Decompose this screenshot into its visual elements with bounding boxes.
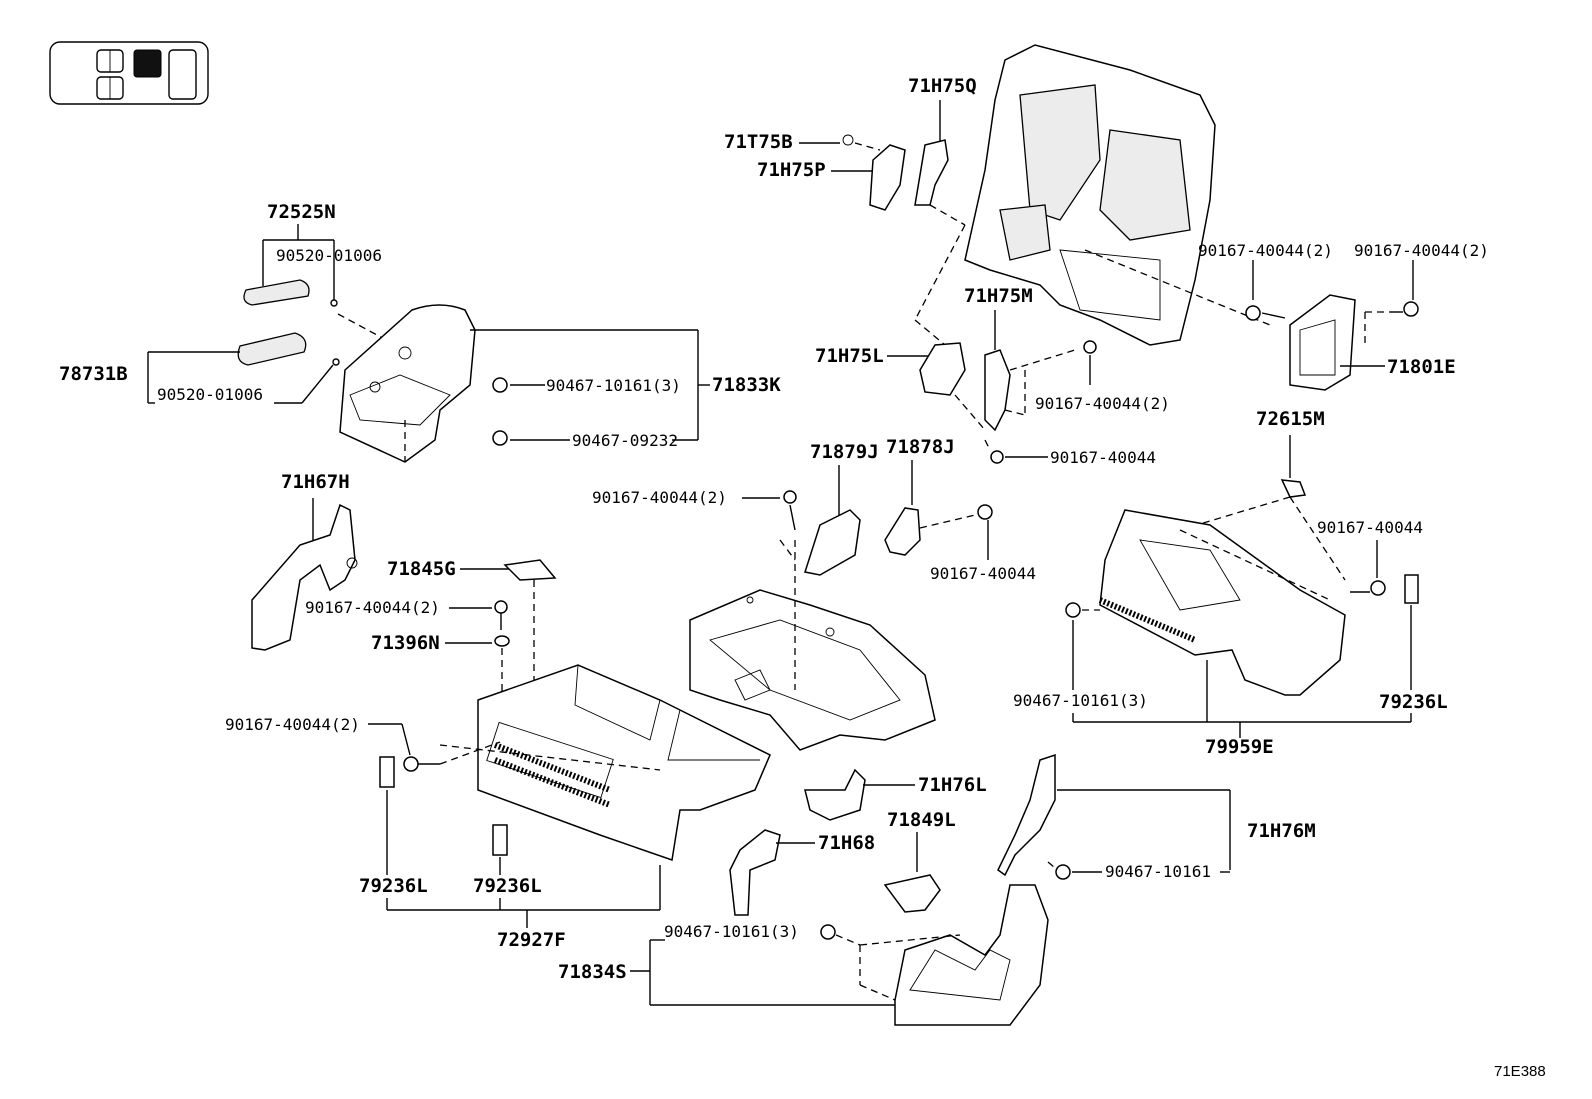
part-number-label: 71834S xyxy=(558,961,627,983)
part-number-label: 90167-40044(2) xyxy=(305,598,440,617)
part-number-label: 71396N xyxy=(371,632,440,654)
tray-72927F-group xyxy=(368,559,771,928)
side-panel-71833K xyxy=(339,304,476,463)
part-number-label: 71T75B xyxy=(724,131,793,153)
part-number-label: 90167-40044 xyxy=(930,564,1036,583)
part-number-label: 71H75P xyxy=(757,159,826,181)
cover-71801E xyxy=(1289,294,1356,391)
part-number-label: 90467-10161 xyxy=(1105,862,1211,881)
grommet-icon xyxy=(494,635,510,647)
cover-71834S xyxy=(894,884,1049,1026)
bracket-71H68 xyxy=(729,829,781,916)
bracket-71H67H xyxy=(251,498,358,651)
bolt-icon xyxy=(783,490,797,504)
clip-72615M xyxy=(1280,479,1307,498)
clip-icon xyxy=(820,924,836,940)
bolt-icon xyxy=(1083,340,1097,354)
part-number-label: 90467-10161(3) xyxy=(546,376,681,395)
part-number-label: 90167-40044 xyxy=(1317,518,1423,537)
bracket-71878J xyxy=(884,507,921,556)
part-number-label: 71849L xyxy=(887,809,956,831)
bracket-71H75M xyxy=(984,349,1011,432)
pin-icon xyxy=(842,134,854,146)
bracket-71H76M xyxy=(997,753,1056,877)
part-number-label: 78731B xyxy=(59,363,128,385)
bolt-icon xyxy=(1403,301,1419,317)
clip-icon xyxy=(492,377,508,393)
bolt-icon xyxy=(494,600,508,614)
seat-locator-icon xyxy=(49,41,209,105)
part-number-label: 90167-40044(2) xyxy=(1035,394,1170,413)
part-number-label: 72525N xyxy=(267,201,336,223)
part-number-label: 90520-01006 xyxy=(276,246,382,265)
part-number-label: 71845G xyxy=(387,558,456,580)
part-number-label: 72615M xyxy=(1256,408,1325,430)
part-number-label: 71801E xyxy=(1387,356,1456,378)
armrest-cap-upper xyxy=(243,279,310,306)
part-number-label: 71H75Q xyxy=(908,75,977,97)
part-number-label: 90167-40044(2) xyxy=(1354,241,1489,260)
part-labels: 72525N 90520-01006 78731B 90520-01006 90… xyxy=(59,75,1546,1080)
part-number-label: 71H67H xyxy=(281,471,350,493)
part-number-label: 90167-40044(2) xyxy=(225,715,360,734)
part-number-label: 90520-01006 xyxy=(157,385,263,404)
part-number-label: 71H76L xyxy=(918,774,987,796)
cap-79236L xyxy=(379,756,395,788)
bracket-71879J xyxy=(804,509,861,576)
clip-icon xyxy=(1065,602,1081,618)
seat-cushion-frame-group xyxy=(689,460,993,751)
bolt-icon xyxy=(990,450,1004,464)
seat-cushion-frame xyxy=(689,589,936,751)
part-number-label: 71H76M xyxy=(1247,820,1316,842)
cover-71849L xyxy=(883,874,941,913)
bracket-71H75P xyxy=(869,144,906,211)
bolt-icon xyxy=(1245,305,1261,321)
armrest-cover-group xyxy=(147,224,710,463)
part-number-label: 79236L xyxy=(473,875,542,897)
bracket-71H75Q xyxy=(914,139,949,206)
cap-79236L xyxy=(1404,574,1419,604)
cap-71845G xyxy=(503,559,557,581)
lower-brackets-group xyxy=(630,753,1231,1026)
bracket-71H75L xyxy=(919,342,966,396)
part-number-label: 71879J xyxy=(810,441,879,463)
part-number-label: 90467-10161(3) xyxy=(1013,691,1148,710)
part-number-label: 90167-40044 xyxy=(1050,448,1156,467)
part-number-label: 71878J xyxy=(886,436,955,458)
part-number-label: 72927F xyxy=(497,929,566,951)
clip-icon xyxy=(492,430,508,446)
seatback-frame-group xyxy=(799,44,1271,464)
figure-reference: 71E388 xyxy=(1494,1063,1546,1080)
armrest-cap-lower xyxy=(237,332,307,366)
part-number-label: 90467-09232 xyxy=(572,431,678,450)
part-number-label: 79959E xyxy=(1205,736,1274,758)
part-number-label: 71833K xyxy=(712,374,781,396)
part-number-label: 79236L xyxy=(359,875,428,897)
part-number-label: 90467-10161(3) xyxy=(664,922,799,941)
part-number-label: 90167-40044(2) xyxy=(1198,241,1333,260)
part-number-label: 71H75M xyxy=(964,285,1033,307)
bolt-icon xyxy=(403,756,419,772)
clip-icon xyxy=(1055,864,1071,880)
part-number-label: 71H75L xyxy=(815,345,884,367)
bracket-71H76L xyxy=(804,768,866,821)
bolt-icon xyxy=(1370,580,1386,596)
tray-body xyxy=(477,664,771,862)
part-number-label: 71H68 xyxy=(818,832,875,854)
bolt-icon xyxy=(977,504,993,520)
part-number-label: 90167-40044(2) xyxy=(592,488,727,507)
cap-79236L xyxy=(492,824,508,856)
part-number-label: 79236L xyxy=(1379,691,1448,713)
right-cover-group xyxy=(1065,260,1419,738)
